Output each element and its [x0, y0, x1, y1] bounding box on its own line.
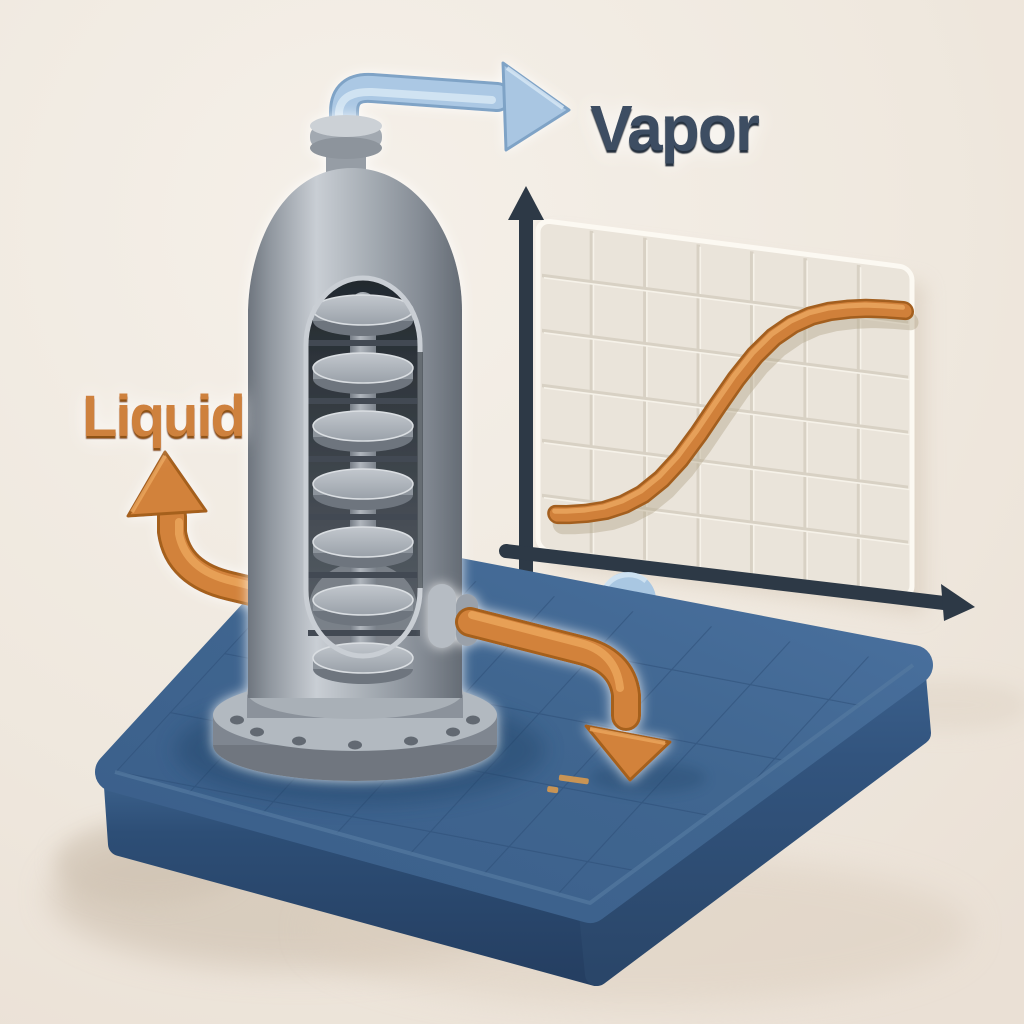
curve-line — [549, 301, 912, 522]
neck-flange — [310, 115, 382, 159]
y-axis-arrow-icon — [508, 186, 544, 220]
x-axis-arrow-icon — [941, 584, 975, 621]
cutaway-rim — [303, 275, 423, 659]
column-cutaway — [303, 275, 423, 684]
equilibrium-chart — [499, 186, 975, 621]
gridline — [542, 328, 908, 380]
tray — [308, 584, 420, 636]
liquid-pipe-right — [428, 584, 672, 782]
flange-bolt-holes — [230, 715, 480, 750]
curve-highlight — [552, 302, 905, 514]
x-axis — [499, 544, 951, 610]
platform-edge-highlight — [114, 663, 915, 905]
chart-axes — [499, 186, 975, 621]
tray — [308, 468, 420, 520]
curve-shadow — [552, 309, 919, 535]
tray — [308, 294, 420, 346]
arrow-shadow — [590, 763, 706, 793]
tray — [308, 352, 420, 404]
equilibrium-curve — [547, 298, 919, 535]
liquid-label: Liquid — [82, 384, 244, 449]
distillation-column — [213, 115, 497, 781]
tray — [312, 642, 414, 684]
gridline — [542, 438, 908, 490]
vapor-label: Vapor — [590, 92, 759, 164]
gridline — [544, 441, 910, 491]
gridline — [544, 386, 910, 436]
gridline — [544, 331, 910, 381]
platform-glyph — [547, 774, 589, 794]
vapor-pipe — [329, 61, 571, 177]
chart-gridlines — [542, 230, 910, 590]
chart-panel-group — [535, 218, 919, 599]
tray — [308, 410, 420, 462]
liquid-pipe-left — [126, 450, 287, 611]
trays — [308, 294, 420, 684]
tray — [308, 526, 420, 578]
